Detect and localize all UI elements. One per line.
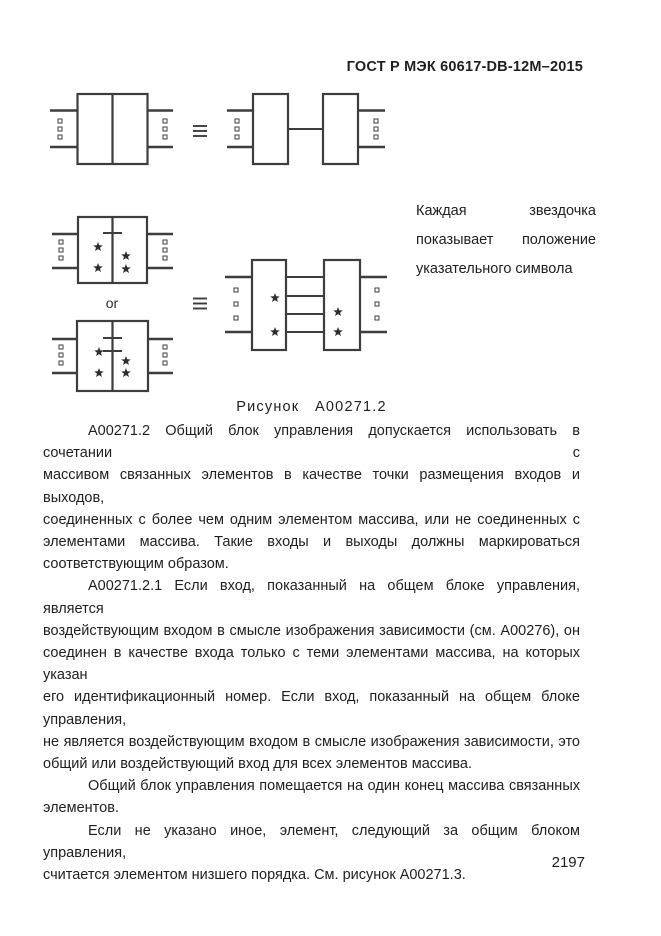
paragraph: Общий блок управления помещается на один… [43, 775, 580, 819]
combined-block-with-stars-variant2 [52, 319, 173, 393]
star-icon [94, 347, 104, 357]
figure-note-line: Каждая звездочка [416, 203, 596, 219]
body-line: его идентификационный номер. Если вход, … [43, 689, 580, 728]
body-line: А00271.2.1 Если вход, показанный на обще… [43, 578, 580, 617]
star-icon [121, 368, 131, 378]
paragraph: А00271.2 Общий блок управления допускает… [43, 420, 580, 575]
body-line: не является воздействующим входом в смыс… [43, 733, 580, 750]
body-line: воздействующим входом в смысле изображен… [43, 622, 580, 639]
figure-note-line: показывает положение [416, 232, 596, 248]
combined-block-with-stars-variant1 [52, 215, 173, 285]
body-text: А00271.2 Общий блок управления допускает… [43, 420, 580, 886]
body-line: соединен в качестве входа только с теми … [43, 645, 580, 684]
page-number: 2197 [551, 854, 585, 871]
star-icon [270, 293, 280, 303]
star-icon [121, 251, 131, 261]
star-icon [121, 264, 131, 274]
paragraph: Если не указано иное, элемент, следующий… [43, 820, 580, 887]
separated-blocks-symbol [227, 92, 385, 166]
figure-note: Каждая звездочка показывает положение ук… [416, 197, 596, 284]
body-line: Общий блок управления помещается на один… [88, 778, 580, 795]
star-icon [270, 327, 280, 337]
star-icon [333, 307, 343, 317]
body-line: считается элементом низшего порядка. См.… [43, 867, 466, 884]
body-line: А00271.2 Общий блок управления допускает… [43, 423, 580, 462]
body-line: общий или воздействующий вход для всех э… [43, 756, 472, 773]
body-line: массивом связанных элементов в качестве … [43, 467, 580, 506]
or-label: or [106, 295, 119, 311]
equivalence-icon [193, 125, 207, 137]
figure-caption: Рисунок А00271.2 [236, 399, 387, 415]
figure-asterisk-block-equivalence: or [52, 215, 387, 393]
body-line: соответствующим образом. [43, 556, 229, 573]
star-icon [93, 263, 103, 273]
figure-note-line: указательного символа [416, 261, 573, 277]
body-line: соединенных с более чем одним элементом … [43, 511, 580, 528]
combined-block-symbol [50, 92, 173, 166]
document-header-title: ГОСТ Р МЭК 60617-DB-12M–2015 [346, 59, 583, 75]
star-icon [93, 242, 103, 252]
body-line: Если не указано иное, элемент, следующий… [43, 822, 580, 861]
body-line: элементов. [43, 800, 119, 817]
star-icon [94, 368, 104, 378]
star-icon [121, 356, 131, 366]
separated-blocks-with-stars-symbol [225, 258, 387, 352]
figure-combined-block-equivalence [50, 92, 385, 166]
equivalence-icon [193, 297, 207, 310]
star-icon [333, 327, 343, 337]
paragraph: А00271.2.1 Если вход, показанный на обще… [43, 575, 580, 775]
body-line: элементами массива. Такие входы и выходы… [43, 534, 580, 551]
